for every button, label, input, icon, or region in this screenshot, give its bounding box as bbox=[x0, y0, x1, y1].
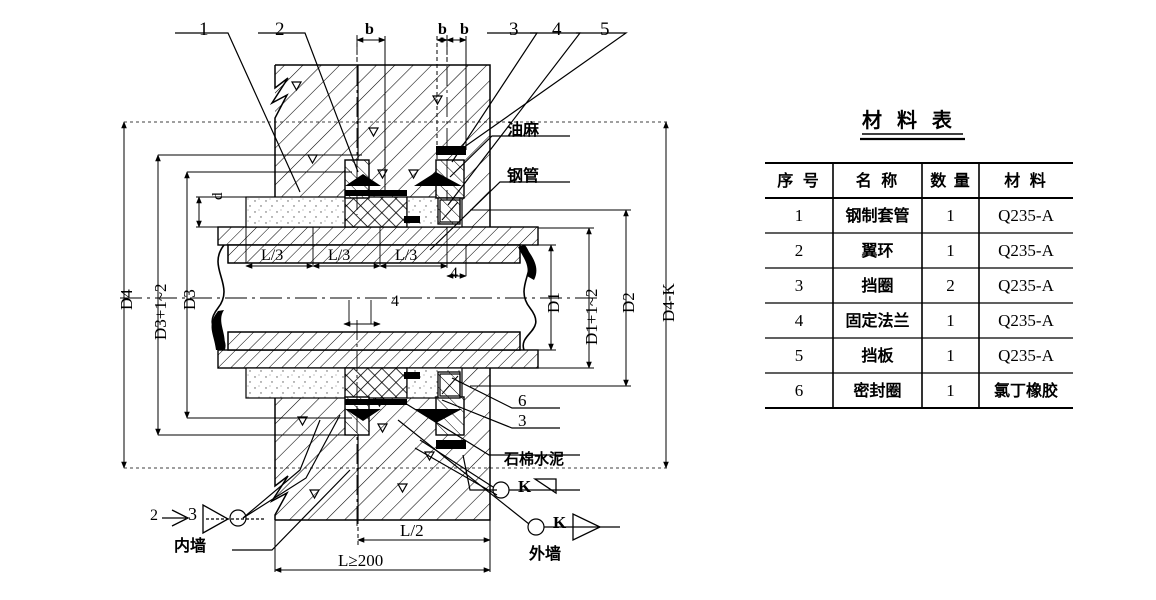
annotation-asbestos-cement: 石棉水泥 bbox=[504, 450, 565, 468]
dimension-l-total: L≥200 bbox=[338, 551, 384, 570]
dimension-d4-k: D4-K bbox=[659, 283, 678, 322]
table-row: Q235-A bbox=[998, 311, 1054, 330]
materials-table-grid bbox=[765, 133, 1073, 409]
table-row: 6 bbox=[794, 381, 804, 400]
dimension-four-lower: 4 bbox=[391, 293, 399, 310]
table-row: 3 bbox=[794, 276, 804, 295]
table-row: 2 bbox=[946, 276, 955, 295]
right-annotation-leaders bbox=[429, 135, 570, 251]
annotation-inner-wall: 内墙 bbox=[174, 536, 207, 555]
annotation-oil-hemp: 油麻 bbox=[507, 120, 540, 139]
lower-annotation-leaders bbox=[399, 377, 580, 491]
dimension-b-3: b bbox=[460, 21, 469, 38]
section-centerlines bbox=[356, 35, 448, 528]
table-row: 1 bbox=[946, 311, 955, 330]
annotation-outer-wall: 外墙 bbox=[529, 544, 562, 563]
table-row: 2 bbox=[794, 241, 804, 260]
dimension-d4: D4 bbox=[117, 289, 136, 310]
table-row: 钢制套管 bbox=[845, 205, 910, 225]
annotation-k-lower: K bbox=[553, 513, 567, 532]
annotation-steel-pipe: 钢管 bbox=[507, 166, 540, 185]
table-row: Q235-A bbox=[998, 346, 1054, 365]
dimension-b-1: b bbox=[365, 21, 374, 38]
dimension-l-half: L/2 bbox=[400, 521, 424, 540]
bottom-right-leaders bbox=[397, 419, 620, 542]
dimension-l3-a: L/3 bbox=[261, 247, 284, 264]
annotation-k-upper: K bbox=[518, 477, 532, 496]
table-header-qty: 数 量 bbox=[930, 170, 971, 190]
table-row: 翼环 bbox=[861, 240, 894, 260]
table-row: Q235-A bbox=[998, 241, 1054, 260]
dimension-four-upper: 4 bbox=[450, 265, 458, 282]
table-header-material: 材 料 bbox=[1004, 170, 1048, 190]
dimension-d3-plus: D3+1~2 bbox=[151, 283, 170, 340]
bottom-dimensions bbox=[274, 520, 491, 573]
table-row: 挡板 bbox=[861, 345, 894, 365]
right-dimension-chain bbox=[470, 121, 669, 469]
callout-1: 1 bbox=[199, 19, 209, 40]
dimension-d-small: d bbox=[210, 192, 226, 201]
table-row: 1 bbox=[946, 381, 955, 400]
table-row: 4 bbox=[794, 311, 804, 330]
table-header-no: 序 号 bbox=[777, 170, 821, 190]
table-row: 1 bbox=[794, 206, 804, 225]
annotation-arrow-two: 2 bbox=[150, 507, 158, 524]
dimension-b-2: b bbox=[438, 21, 447, 38]
dimension-d1: D1 bbox=[544, 292, 563, 313]
top-b-dimensions bbox=[356, 36, 467, 196]
dimension-l3-c: L/3 bbox=[395, 247, 418, 264]
table-row: 5 bbox=[794, 346, 804, 365]
table-row: 1 bbox=[946, 346, 955, 365]
table-row: 1 bbox=[946, 241, 955, 260]
table-row: 挡圈 bbox=[861, 275, 894, 295]
annotation-item-6: 6 bbox=[518, 391, 527, 410]
dimension-d2: D2 bbox=[619, 292, 638, 313]
left-dimension-chain bbox=[121, 121, 668, 469]
table-row: 氯丁橡胶 bbox=[993, 380, 1058, 400]
table-row: 1 bbox=[946, 206, 955, 225]
callout-3: 3 bbox=[509, 19, 519, 40]
table-header-name: 名 称 bbox=[855, 170, 900, 190]
annotation-item-3: 3 bbox=[518, 411, 527, 430]
dimension-l3-b: L/3 bbox=[328, 247, 351, 264]
callout-5: 5 bbox=[600, 19, 610, 40]
dimension-d3: D3 bbox=[180, 289, 199, 310]
table-row: 密封圈 bbox=[853, 380, 902, 400]
materials-table-title: 材 料 表 bbox=[862, 108, 956, 132]
callout-2: 2 bbox=[275, 19, 285, 40]
table-row: Q235-A bbox=[998, 206, 1054, 225]
callout-4: 4 bbox=[552, 19, 562, 40]
table-row: 固定法兰 bbox=[845, 310, 910, 330]
dimension-d1-plus: D1+1~2 bbox=[582, 288, 601, 345]
table-row: Q235-A bbox=[998, 276, 1054, 295]
top-callout-leaders bbox=[175, 32, 628, 206]
wall-concrete-body bbox=[269, 64, 491, 521]
annotation-arrow-three: 3 bbox=[188, 504, 197, 524]
bottom-left-leaders bbox=[162, 414, 351, 551]
